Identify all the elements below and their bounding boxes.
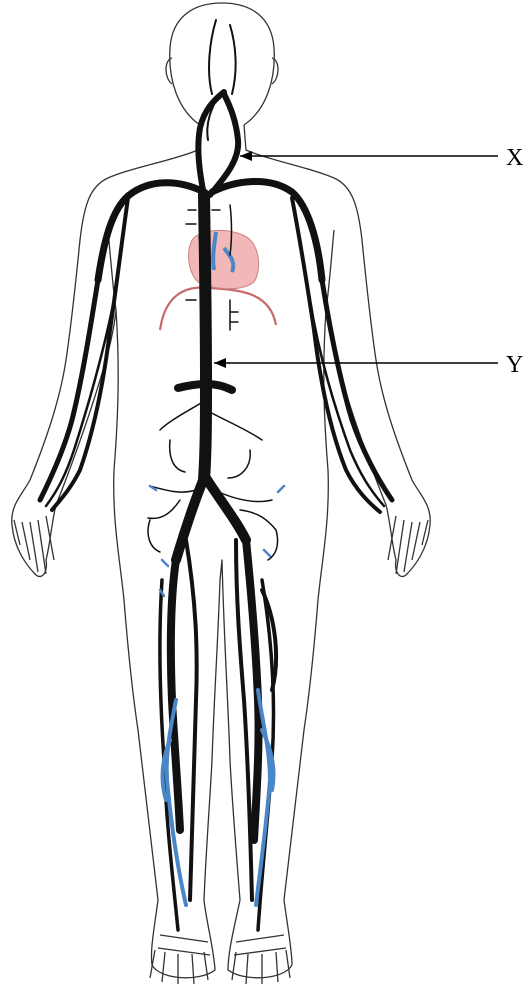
head-outline [170, 3, 275, 125]
label-x-group: X [240, 145, 523, 171]
head-vessels [207, 20, 235, 140]
pointer-arrowhead-y [214, 358, 226, 368]
right-ankle-band [234, 935, 286, 955]
left-subclavian [98, 183, 204, 280]
label-y-group: Y [214, 352, 523, 378]
heart-region [160, 230, 276, 330]
left-foot-toes [150, 950, 208, 984]
label-x: X [506, 145, 523, 171]
left-hand-fingers [14, 516, 54, 574]
right-hand-fingers [388, 516, 428, 574]
left-arm-vein-inner [52, 198, 128, 510]
diaphragm [160, 287, 276, 330]
main-trunk [204, 195, 206, 480]
pointer-arrowhead-x [240, 151, 252, 161]
left-ankle-band [158, 935, 210, 955]
label-y: Y [506, 352, 523, 378]
right-iliac [206, 478, 246, 540]
left-iliac [176, 478, 204, 560]
left-femoral [171, 560, 180, 830]
right-foot-toes [232, 950, 290, 984]
jugular-right [210, 94, 238, 195]
left-saphenous [186, 540, 197, 900]
